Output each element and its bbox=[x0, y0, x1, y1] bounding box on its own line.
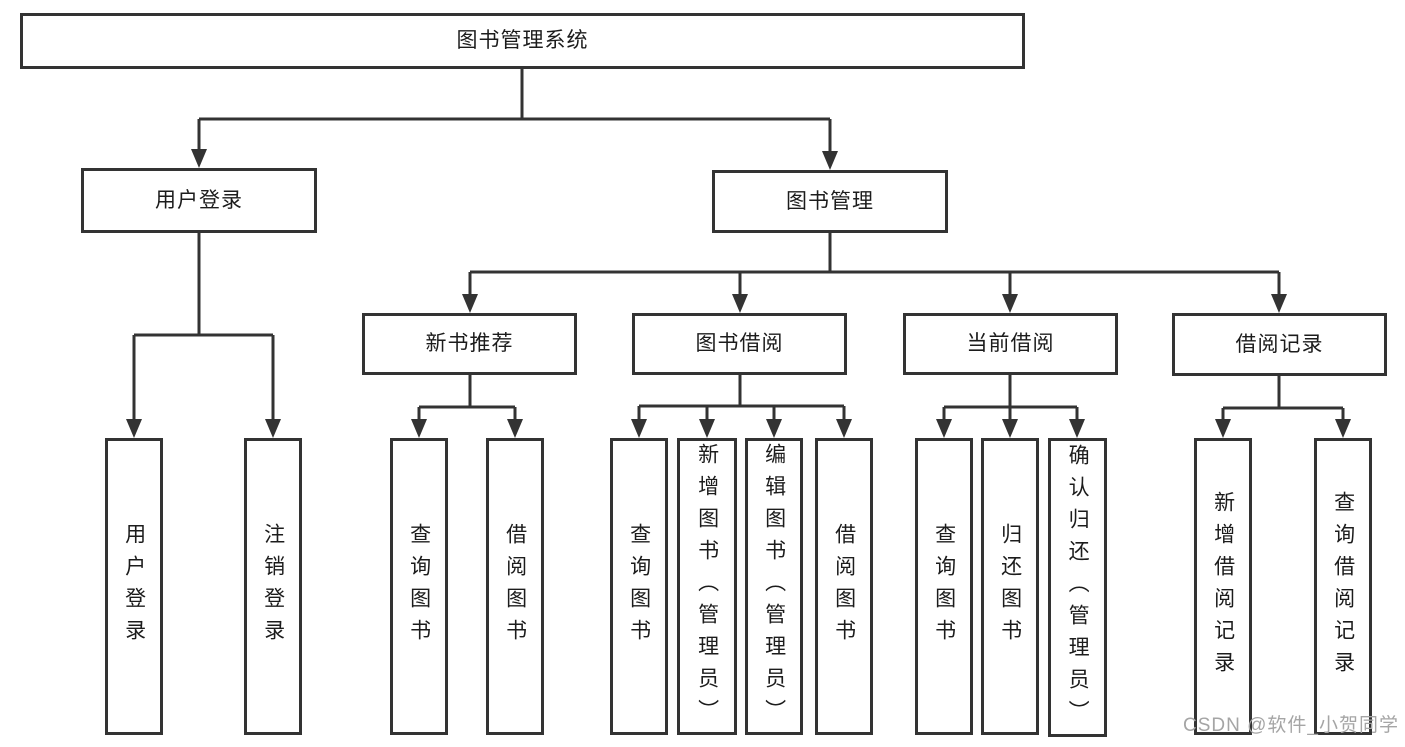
leaf-label: 查询图书 bbox=[407, 522, 431, 651]
node-label: 借阅记录 bbox=[1235, 332, 1324, 356]
node-current-borrow: 当前借阅 bbox=[903, 313, 1118, 375]
leaf-label: 查询借阅记录 bbox=[1331, 490, 1355, 683]
leaf-query-books-recommend: 查询图书 bbox=[390, 438, 448, 735]
leaf-logout: 注销登录 bbox=[244, 438, 302, 735]
leaf-label: 查询图书 bbox=[932, 522, 956, 651]
node-label: 新书推荐 bbox=[425, 332, 514, 356]
leaf-label: 查询图书 bbox=[627, 522, 651, 651]
leaf-user-login: 用户登录 bbox=[105, 438, 163, 735]
leaf-label: 编辑图书（管理员） bbox=[762, 442, 786, 731]
leaf-label: 用户登录 bbox=[122, 522, 146, 651]
node-label: 图书管理 bbox=[786, 189, 874, 213]
node-new-book-recommend: 新书推荐 bbox=[362, 313, 577, 375]
arrowheads bbox=[126, 149, 1351, 438]
node-user-login-branch: 用户登录 bbox=[81, 168, 317, 233]
leaf-query-books-current: 查询图书 bbox=[915, 438, 973, 735]
leaf-return-book: 归还图书 bbox=[981, 438, 1039, 735]
node-book-borrow: 图书借阅 bbox=[632, 313, 847, 375]
csdn-watermark: CSDN @软件_小贺同学 bbox=[1183, 715, 1399, 736]
leaf-edit-book-admin: 编辑图书（管理员） bbox=[745, 438, 803, 735]
leaf-borrow-books: 借阅图书 bbox=[815, 438, 873, 735]
node-label: 当前借阅 bbox=[966, 332, 1055, 356]
leaf-add-borrow-record: 新增借阅记录 bbox=[1194, 438, 1252, 735]
leaf-borrow-books-recommend: 借阅图书 bbox=[486, 438, 544, 735]
leaf-label: 借阅图书 bbox=[503, 522, 527, 651]
leaf-query-borrow-record: 查询借阅记录 bbox=[1314, 438, 1372, 735]
leaf-label: 借阅图书 bbox=[832, 522, 856, 651]
leaf-add-book-admin: 新增图书（管理员） bbox=[677, 438, 737, 735]
leaf-label: 新增图书（管理员） bbox=[695, 442, 719, 731]
node-label: 图书管理系统 bbox=[456, 29, 589, 53]
leaf-label: 新增借阅记录 bbox=[1211, 490, 1235, 683]
node-borrow-records: 借阅记录 bbox=[1172, 313, 1387, 376]
node-label: 图书借阅 bbox=[695, 332, 784, 356]
node-library-management-system: 图书管理系统 bbox=[20, 13, 1025, 69]
leaf-label: 确认归还（管理员） bbox=[1066, 443, 1090, 732]
leaf-label: 注销登录 bbox=[261, 522, 285, 651]
leaf-label: 归还图书 bbox=[998, 522, 1022, 651]
leaf-query-books-borrow: 查询图书 bbox=[610, 438, 668, 735]
leaf-confirm-return-admin: 确认归还（管理员） bbox=[1048, 438, 1107, 737]
node-label: 用户登录 bbox=[155, 188, 243, 212]
node-book-management-branch: 图书管理 bbox=[712, 170, 948, 233]
